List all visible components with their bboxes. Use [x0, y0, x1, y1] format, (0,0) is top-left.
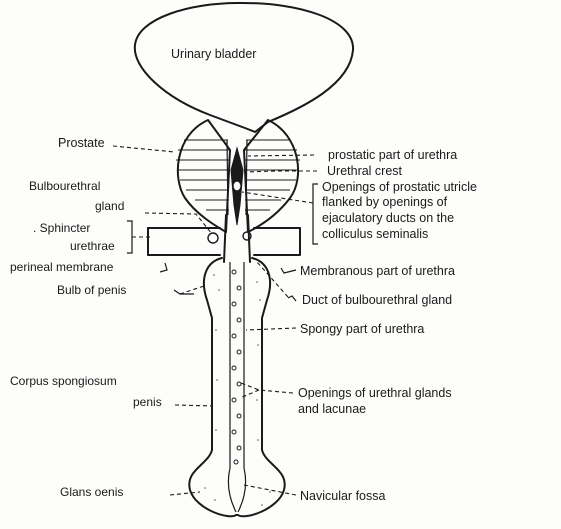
label-sphincter-1: . Sphincter [33, 221, 90, 235]
label-duct-bulbourethral: Duct of bulbourethral gland [302, 293, 452, 307]
navicular-fossa-shape [228, 468, 245, 512]
label-membranous-part: Membranous part of urethra [300, 264, 455, 278]
label-bulbourethral-1: Bulbourethral [29, 179, 100, 193]
urinary-bladder-shape [135, 3, 353, 132]
label-perineal-membrane: perineal membrane [10, 260, 114, 274]
label-corpus-spongiosum-1: Corpus spongiosum [10, 374, 117, 388]
label-openings-utricle-3: ejaculatory ducts on the [322, 211, 454, 225]
label-openings-glands-2: and lacunae [298, 402, 366, 416]
label-corpus-spongiosum-2: penis [133, 395, 162, 409]
label-openings-utricle-4: colliculus seminalis [322, 227, 428, 241]
colliculus-seminalis [233, 181, 241, 191]
label-prostate: Prostate [58, 136, 105, 150]
label-bulbourethral-2: gland [95, 199, 124, 213]
label-openings-glands-1: Openings of urethral glands [298, 386, 452, 400]
corpus-spongiosum-shape [189, 258, 284, 516]
label-navicular-fossa: Navicular fossa [300, 489, 385, 503]
label-urethral-crest: Urethral crest [327, 164, 403, 178]
label-urinary-bladder: Urinary bladder [171, 47, 256, 61]
label-spongy-part: Spongy part of urethra [300, 322, 424, 336]
label-sphincter-2: urethrae [70, 239, 115, 253]
label-openings-utricle-2: flanked by openings of [322, 195, 448, 209]
label-glans-penis: Glans oenis [60, 485, 123, 499]
urethral-gland-openings [232, 270, 241, 464]
spongiosum-stipple [204, 274, 271, 506]
label-openings-utricle-1: Openings of prostatic utricle [322, 180, 477, 194]
label-prostatic-part: prostatic part of urethra [328, 148, 457, 162]
bulbourethral-gland-left [208, 233, 218, 243]
label-bulb-of-penis: Bulb of penis [57, 283, 126, 297]
